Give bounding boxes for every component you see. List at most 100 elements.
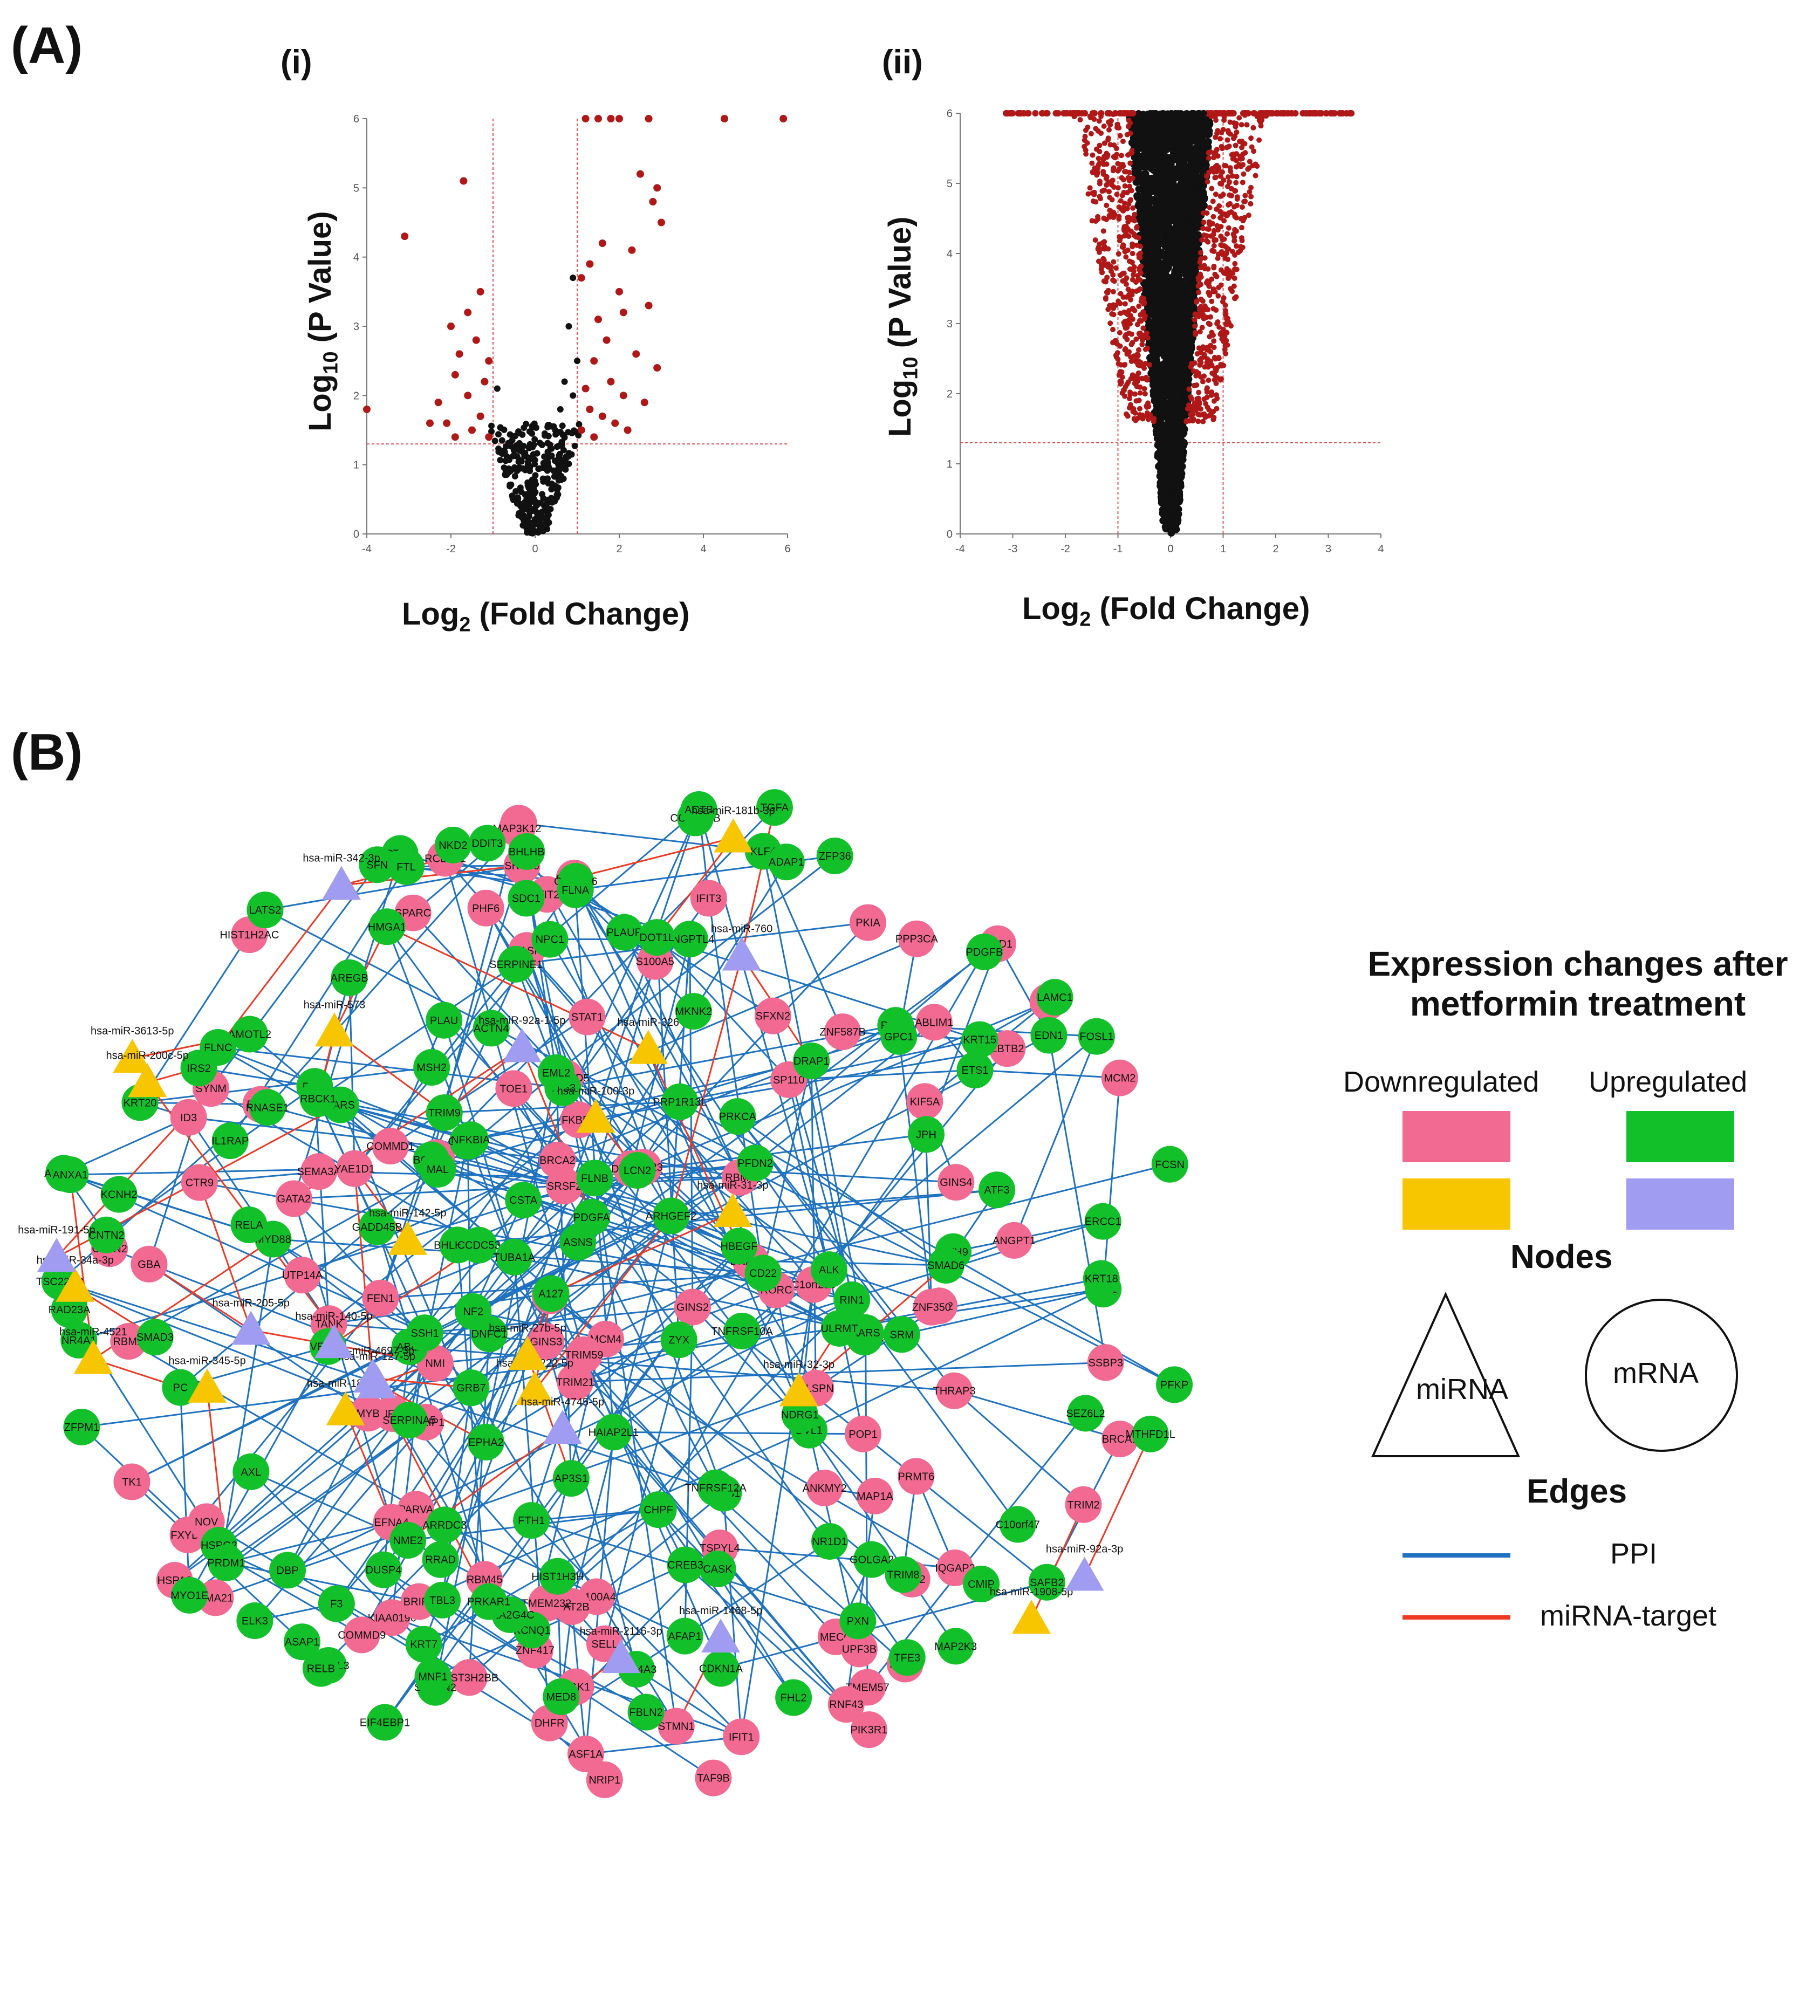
point-nonsignificant xyxy=(1167,529,1175,537)
point-significant xyxy=(1211,228,1217,234)
point-significant xyxy=(1124,227,1130,233)
point-nonsignificant xyxy=(498,437,505,444)
point-significant xyxy=(1200,419,1206,424)
point-significant xyxy=(1196,389,1202,395)
mrna-node-upregulated xyxy=(811,1523,848,1560)
point-nonsignificant xyxy=(1204,138,1212,146)
point-nonsignificant xyxy=(1169,216,1178,224)
point-nonsignificant xyxy=(1158,288,1166,296)
mrna-node-label: GBA xyxy=(138,1259,161,1271)
point-significant xyxy=(464,392,472,400)
point-significant xyxy=(1198,250,1203,256)
ppi-edge xyxy=(320,1245,740,1669)
mrna-node-upregulated xyxy=(426,1002,463,1039)
point-significant xyxy=(1142,361,1148,367)
point-significant xyxy=(1233,294,1239,300)
mrna-node-label: AP3S1 xyxy=(555,1473,588,1485)
point-nonsignificant xyxy=(553,494,560,501)
point-nonsignificant xyxy=(1180,220,1188,228)
point-nonsignificant xyxy=(488,422,495,429)
point-significant xyxy=(1094,170,1100,176)
mrna-node-downregulated xyxy=(275,1180,312,1217)
point-significant xyxy=(586,406,594,413)
ppi-edge xyxy=(436,1156,947,1266)
point-nonsignificant xyxy=(1147,286,1155,294)
point-significant xyxy=(1229,186,1235,191)
point-capped xyxy=(1098,110,1105,116)
point-significant xyxy=(1216,203,1222,209)
point-significant xyxy=(1138,312,1144,318)
mrna-node-upregulated xyxy=(853,1541,891,1578)
point-significant xyxy=(1198,256,1204,262)
mrna-node-label: MED8 xyxy=(546,1691,576,1703)
point-significant xyxy=(1101,123,1107,129)
point-significant xyxy=(1126,293,1132,299)
mrna-node-label: TFE3 xyxy=(894,1652,920,1664)
mrna-node-label: FTH1 xyxy=(518,1515,545,1527)
point-significant xyxy=(1213,117,1219,123)
point-significant xyxy=(1200,298,1206,304)
point-nonsignificant xyxy=(1155,303,1164,311)
point-nonsignificant xyxy=(1161,152,1169,160)
point-significant xyxy=(1234,151,1240,157)
point-significant xyxy=(1135,272,1141,278)
mrna-node-label: SELL xyxy=(592,1638,618,1650)
mrna-node-upregulated xyxy=(963,1566,1000,1603)
point-significant xyxy=(1206,155,1212,161)
ppi-edge xyxy=(226,1562,419,1603)
mrna-node-downregulated xyxy=(936,1549,974,1586)
point-nonsignificant xyxy=(1136,208,1144,216)
point-nonsignificant xyxy=(1164,178,1172,186)
point-significant xyxy=(581,385,590,393)
point-capped xyxy=(1135,110,1142,116)
point-capped xyxy=(1160,110,1167,116)
mrna-node-label: PLAUR xyxy=(606,927,642,939)
mrna-node-downregulated xyxy=(827,1686,865,1723)
point-significant xyxy=(1122,301,1128,307)
point-significant xyxy=(1233,124,1239,129)
point-significant xyxy=(1214,395,1220,401)
point-capped xyxy=(1055,110,1062,116)
ppi-edge xyxy=(406,865,522,868)
point-nonsignificant xyxy=(522,500,529,508)
point-nonsignificant xyxy=(1185,119,1193,127)
point-significant xyxy=(1101,278,1107,284)
point-significant xyxy=(1137,286,1143,292)
point-significant xyxy=(1077,117,1083,123)
point-significant xyxy=(1242,193,1248,198)
point-significant xyxy=(1105,137,1111,143)
mrna-node-upregulated xyxy=(1028,1564,1065,1601)
mrna-node-upregulated xyxy=(180,1050,217,1087)
point-significant xyxy=(619,308,627,317)
mirna-target-edge xyxy=(741,807,776,956)
point-significant xyxy=(1213,356,1219,362)
point-nonsignificant xyxy=(550,467,557,474)
point-significant xyxy=(1198,406,1204,412)
point-significant xyxy=(1231,283,1237,289)
point-significant xyxy=(1238,156,1244,162)
point-significant xyxy=(1134,383,1140,389)
point-significant xyxy=(1204,387,1210,393)
point-capped xyxy=(1112,110,1119,116)
point-nonsignificant xyxy=(1141,159,1149,167)
point-significant xyxy=(485,357,493,365)
point-significant xyxy=(1139,375,1145,381)
mrna-node-label: EPHA2 xyxy=(468,1437,504,1449)
mrna-node-label: STMN1 xyxy=(658,1721,695,1733)
point-significant xyxy=(468,426,476,434)
mrna-node-upregulated xyxy=(885,1556,922,1593)
point-nonsignificant xyxy=(1165,161,1173,169)
point-significant xyxy=(1126,234,1132,239)
ppi-edge xyxy=(708,898,764,1273)
point-significant xyxy=(1211,338,1217,344)
point-significant xyxy=(1126,396,1132,402)
mrna-node-downregulated xyxy=(569,998,606,1036)
point-nonsignificant xyxy=(544,475,551,482)
point-nonsignificant xyxy=(1165,313,1173,321)
mrna-node-upregulated xyxy=(359,846,396,883)
point-nonsignificant xyxy=(544,440,551,447)
point-significant xyxy=(1139,412,1145,418)
point-significant xyxy=(1211,150,1217,156)
point-nonsignificant xyxy=(571,442,578,449)
point-significant xyxy=(1118,310,1124,316)
